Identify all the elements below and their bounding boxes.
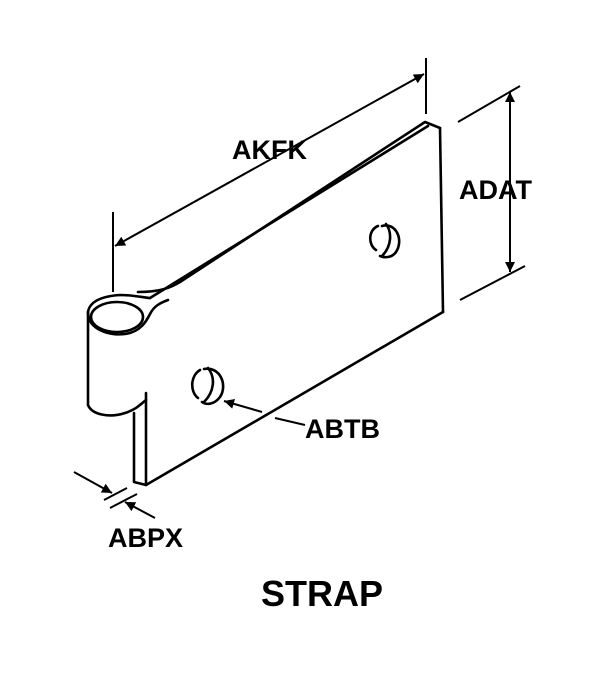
hole-lower [190,366,225,406]
plate-top-back-edge [136,120,442,294]
dimension-abpx: ABPX [73,471,183,553]
label-akfk: AKFK [232,135,307,165]
hole-upper [368,222,401,259]
dimension-adat: ADAT [457,85,532,301]
knuckle-top [86,293,170,336]
plate-right-edge [438,126,445,314]
label-abtb: ABTB [305,414,380,444]
knuckle-body [86,310,148,417]
diagram-title: STRAP [261,573,383,614]
strap-part [86,120,445,487]
dimension-abtb: ABTB [223,398,380,444]
dimension-akfk: AKFK [112,58,427,292]
label-abpx: ABPX [108,523,183,553]
knuckle-bore [89,300,145,334]
plate-left-edge [132,391,148,487]
plate-bottom-edge [144,310,445,487]
label-adat: ADAT [459,175,532,205]
